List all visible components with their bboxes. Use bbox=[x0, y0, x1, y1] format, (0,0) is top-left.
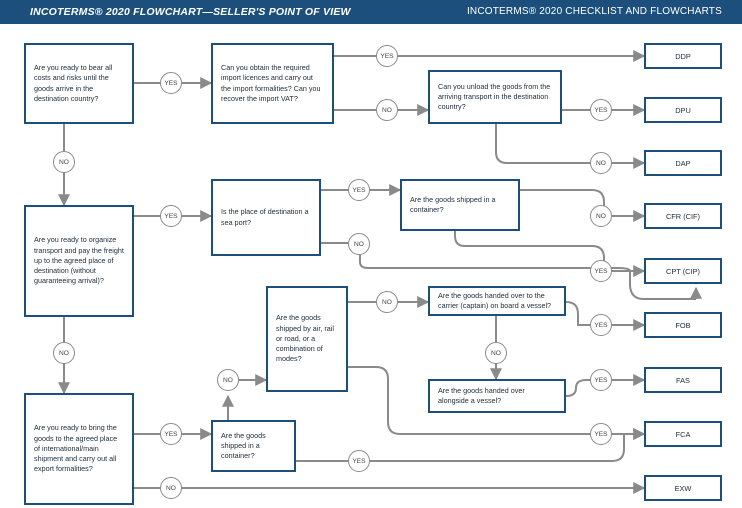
outcome-exw: EXW bbox=[644, 475, 722, 501]
answer-label: NO bbox=[59, 158, 69, 166]
answer-label: YES bbox=[352, 457, 366, 465]
outcome-label: CPT (CIP) bbox=[666, 266, 700, 276]
question-text: Are you ready to organize transport and … bbox=[34, 235, 124, 286]
answer-no-q8: NO bbox=[485, 342, 507, 364]
answer-yes-q1: YES bbox=[160, 72, 182, 94]
outcome-dpu: DPU bbox=[644, 97, 722, 123]
question-box-container-export: Are the goods shipped in a container? bbox=[211, 420, 296, 472]
edge-q9-yes-fas bbox=[565, 374, 646, 397]
question-text: Are the goods shipped in a container? bbox=[221, 430, 266, 461]
edge-q8-yes-fob bbox=[565, 301, 646, 331]
outcome-cpt: CPT (CIP) bbox=[644, 258, 722, 284]
answer-no-q11: NO bbox=[217, 369, 239, 391]
edge-q11-yes-fca bbox=[296, 428, 646, 462]
question-box-container-sea: Are the goods shipped in a container? bbox=[400, 179, 520, 231]
outcome-ddp: DDP bbox=[644, 43, 722, 69]
answer-no-q6: NO bbox=[590, 205, 612, 227]
answer-label: YES bbox=[594, 267, 608, 275]
question-box-bear-costs: Are you ready to bear all costs and risk… bbox=[24, 43, 134, 124]
answer-no-q10: NO bbox=[160, 477, 182, 499]
question-text: Are you ready to bear all costs and risk… bbox=[34, 63, 113, 103]
question-box-sea-port: Is the place of destination a sea port? bbox=[211, 179, 321, 256]
edge-q6-no-cfr bbox=[520, 189, 646, 222]
question-box-import-licences: Can you obtain the required import licen… bbox=[211, 43, 334, 124]
answer-no-q7: NO bbox=[376, 291, 398, 313]
question-box-export-formalities: Are you ready to bring the goods to the … bbox=[24, 393, 134, 505]
outcome-label: DPU bbox=[675, 105, 691, 115]
answer-label: YES bbox=[594, 376, 608, 384]
edge-q6-yes-cpt bbox=[454, 231, 646, 277]
question-text: Are the goods handed over alongside a ve… bbox=[438, 385, 525, 405]
answer-no-q4: NO bbox=[53, 342, 75, 364]
question-box-unload-goods: Can you unload the goods from the arrivi… bbox=[428, 70, 562, 124]
edge-q3-no-dap bbox=[495, 124, 646, 169]
answer-label: YES bbox=[164, 79, 178, 87]
outcome-label: FOB bbox=[675, 320, 691, 330]
question-text: Can you obtain the required import licen… bbox=[221, 63, 321, 103]
answer-label: NO bbox=[596, 212, 606, 220]
outcome-fca: FCA bbox=[644, 421, 722, 447]
question-box-alongside-vessel: Are the goods handed over alongside a ve… bbox=[428, 379, 566, 413]
answer-label: NO bbox=[596, 159, 606, 167]
outcome-fob: FOB bbox=[644, 312, 722, 338]
answer-label: YES bbox=[594, 321, 608, 329]
section-title: INCOTERMS® 2020 CHECKLIST AND FLOWCHARTS bbox=[466, 6, 722, 17]
answer-label: YES bbox=[594, 106, 608, 114]
answer-yes-q3: YES bbox=[590, 99, 612, 121]
answer-label: NO bbox=[382, 106, 392, 114]
outcome-cfr: CFR (CIF) bbox=[644, 203, 722, 229]
answer-yes-q5: YES bbox=[348, 179, 370, 201]
flowchart-title: INCOTERMS® 2020 FLOWCHART—SELLER'S POINT… bbox=[30, 6, 351, 18]
answer-label: YES bbox=[164, 430, 178, 438]
answer-yes-q10: YES bbox=[160, 423, 182, 445]
outcome-label: CFR (CIF) bbox=[665, 211, 701, 221]
answer-no-q5: NO bbox=[348, 233, 370, 255]
answer-yes-q4: YES bbox=[160, 205, 182, 227]
answer-label: YES bbox=[164, 212, 178, 220]
answer-yes-q8: YES bbox=[590, 314, 612, 336]
outcome-label: DDP bbox=[675, 51, 691, 61]
answer-label: NO bbox=[491, 349, 501, 357]
answer-label: YES bbox=[594, 430, 608, 438]
question-text: Are the goods shipped by air, rail or ro… bbox=[276, 313, 334, 364]
answer-yes-q6: YES bbox=[590, 260, 612, 282]
question-text: Are you ready to bring the goods to the … bbox=[34, 423, 118, 474]
header-bar: INCOTERMS® 2020 FLOWCHART—SELLER'S POINT… bbox=[0, 0, 742, 24]
question-box-on-board-vessel: Are the goods handed over to the carrier… bbox=[428, 286, 566, 316]
answer-no-q3: NO bbox=[590, 152, 612, 174]
answer-no-q1: NO bbox=[53, 151, 75, 173]
outcome-label: FCA bbox=[675, 429, 691, 439]
answer-yes-q7: YES bbox=[590, 423, 612, 445]
outcome-label: FAS bbox=[676, 375, 690, 385]
question-box-organize-transport: Are you ready to organize transport and … bbox=[24, 205, 134, 317]
question-text: Are the goods shipped in a container? bbox=[410, 194, 496, 214]
answer-label: YES bbox=[352, 186, 366, 194]
answer-label: NO bbox=[59, 349, 69, 357]
question-box-transport-mode: Are the goods shipped by air, rail or ro… bbox=[266, 286, 348, 392]
outcome-dap: DAP bbox=[644, 150, 722, 176]
outcome-label: EXW bbox=[674, 483, 692, 493]
edge-q7-yes-fca bbox=[348, 366, 646, 440]
answer-label: NO bbox=[223, 376, 233, 384]
question-text: Is the place of destination a sea port? bbox=[221, 207, 309, 227]
answer-no-q2: NO bbox=[376, 99, 398, 121]
outcome-label: DAP bbox=[675, 158, 691, 168]
answer-yes-q9: YES bbox=[590, 369, 612, 391]
answer-yes-q11: YES bbox=[348, 450, 370, 472]
answer-label: NO bbox=[354, 240, 364, 248]
question-text: Are the goods handed over to the carrier… bbox=[438, 290, 552, 310]
answer-label: YES bbox=[380, 52, 394, 60]
answer-label: NO bbox=[382, 298, 392, 306]
answer-label: NO bbox=[166, 484, 176, 492]
question-text: Can you unload the goods from the arrivi… bbox=[438, 81, 551, 112]
outcome-fas: FAS bbox=[644, 367, 722, 393]
answer-yes-q2: YES bbox=[376, 45, 398, 67]
edge-q5-no-cpt-2 bbox=[359, 255, 696, 300]
